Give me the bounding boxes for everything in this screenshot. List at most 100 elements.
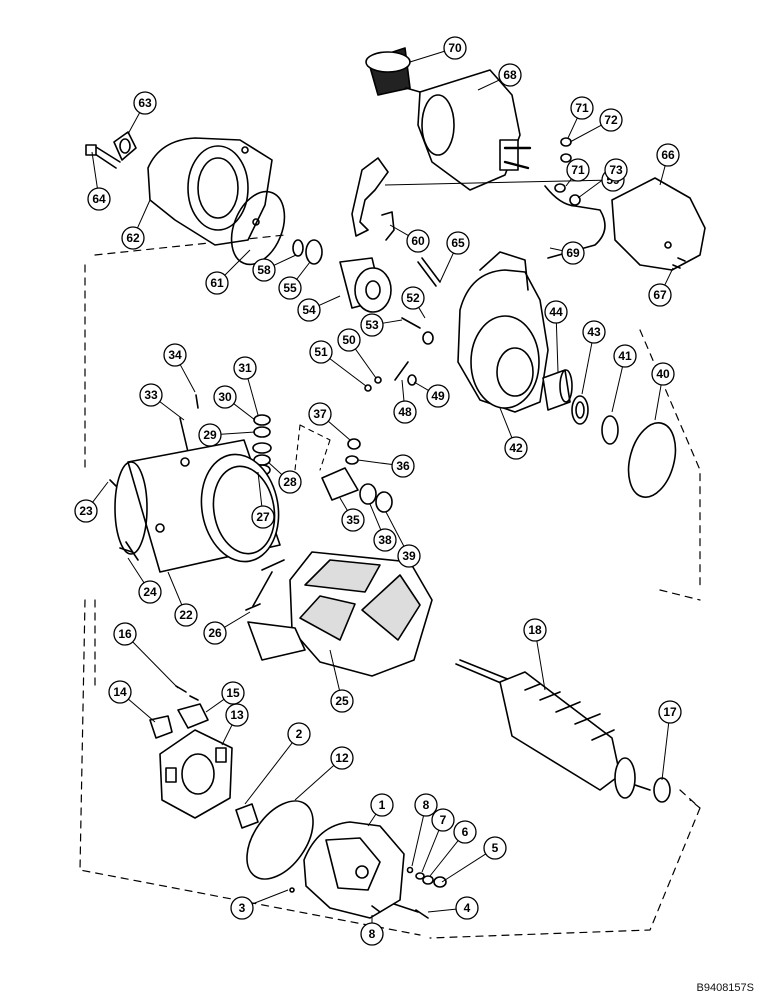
callout-number: 17 <box>663 705 677 719</box>
callout-leader-line <box>499 407 513 438</box>
callout-64: 64 <box>87 187 111 211</box>
callout-71: 71 <box>570 96 594 120</box>
callout-leader-line <box>654 384 662 421</box>
washer-part <box>345 455 359 465</box>
callout-leader-line <box>569 124 602 143</box>
callout-34: 34 <box>163 343 187 367</box>
callout-bubble <box>544 300 568 324</box>
callout-number: 38 <box>378 533 392 547</box>
callout-bubble <box>523 618 547 642</box>
callout-36: 36 <box>391 454 415 478</box>
document-id: B9408157S <box>696 982 755 994</box>
callout-bubble <box>121 226 145 250</box>
screw-part <box>195 394 199 409</box>
callout-bubble <box>205 271 229 295</box>
callout-bubble <box>251 505 275 529</box>
callout-16: 16 <box>113 622 137 646</box>
clip-part <box>364 384 372 392</box>
callout-leader-line <box>536 640 546 691</box>
callout-44: 44 <box>544 300 568 324</box>
callout-18: 18 <box>523 618 547 642</box>
callout-leader-line <box>296 261 311 280</box>
callout-leader-line <box>159 401 185 421</box>
drive-housing-part <box>147 137 273 246</box>
callout-5: 5 <box>483 836 507 860</box>
callout-leader-line <box>224 249 251 276</box>
callout-bubble <box>566 158 590 182</box>
callout-bubble <box>87 187 111 211</box>
callout-number: 39 <box>402 549 416 563</box>
callout-leader-line <box>252 889 289 905</box>
bolt-part <box>393 903 429 919</box>
callout-bubble <box>341 508 365 532</box>
callout-number: 12 <box>335 751 349 765</box>
stud-part <box>394 361 409 381</box>
callout-bubble <box>287 722 311 746</box>
upper-assembly-boundary <box>84 234 701 691</box>
solenoid-cover-part <box>611 177 706 271</box>
callout-51: 51 <box>309 340 333 364</box>
washer-part <box>406 866 414 874</box>
callout-25: 25 <box>330 689 354 713</box>
callout-8: 8 <box>360 922 384 946</box>
o-ring-part <box>246 800 314 880</box>
callout-42: 42 <box>504 436 528 460</box>
callout-leader-line <box>549 247 563 252</box>
screw-part <box>179 417 189 453</box>
bracket-part <box>321 467 359 501</box>
callout-number: 3 <box>239 901 246 915</box>
screw-part <box>672 257 686 269</box>
callout-55: 55 <box>278 276 302 300</box>
callout-71: 71 <box>566 158 590 182</box>
callout-leader-line <box>421 830 440 873</box>
brush-holder-plate-part <box>159 729 233 819</box>
callout-bubble <box>604 158 628 182</box>
callout-number: 42 <box>509 441 523 455</box>
callout-leader-line <box>409 50 445 63</box>
callout-leader-line <box>267 461 283 475</box>
nut-part <box>560 153 572 163</box>
callout-bubble <box>570 96 594 120</box>
nut-part <box>375 491 393 513</box>
callout-27: 27 <box>251 505 275 529</box>
callout-leader-line <box>127 557 145 584</box>
callout-17: 17 <box>658 700 682 724</box>
callout-leader-line <box>354 348 377 379</box>
callout-leader-line <box>357 459 393 466</box>
callout-leader-line <box>329 358 367 387</box>
callout-number: 71 <box>571 163 585 177</box>
callout-8: 8 <box>414 793 438 817</box>
washer-part <box>292 239 304 257</box>
callout-58: 58 <box>252 258 276 282</box>
washer-part <box>422 875 434 885</box>
callout-number: 13 <box>230 708 244 722</box>
callout-bubble <box>651 362 675 386</box>
washer-part <box>653 777 671 803</box>
callout-bubble <box>455 896 479 920</box>
callout-number: 36 <box>396 459 410 473</box>
callout-bubble <box>483 836 507 860</box>
callout-leader-line <box>661 722 670 781</box>
screw-part <box>175 685 199 701</box>
callout-number: 23 <box>79 504 93 518</box>
callout-leader-line <box>411 815 425 867</box>
callout-bubble <box>648 283 672 307</box>
callout-number: 4 <box>464 901 471 915</box>
o-ring-part <box>627 422 677 498</box>
callout-number: 6 <box>462 825 469 839</box>
callout-bubble <box>213 385 237 409</box>
fastener-part <box>401 317 421 329</box>
callout-number: 5 <box>492 841 499 855</box>
callout-number: 50 <box>342 333 356 347</box>
callout-leader-line <box>441 853 487 883</box>
field-coil-assembly-part <box>247 551 433 677</box>
callout-number: 7 <box>440 813 447 827</box>
callout-leader-line <box>137 199 151 229</box>
bearing-part <box>571 395 589 425</box>
callout-number: 61 <box>210 276 224 290</box>
terminal-part <box>569 194 581 206</box>
callout-30: 30 <box>213 385 237 409</box>
callout-43: 43 <box>582 320 606 344</box>
callout-bubble <box>308 402 332 426</box>
callout-bubble <box>113 622 137 646</box>
